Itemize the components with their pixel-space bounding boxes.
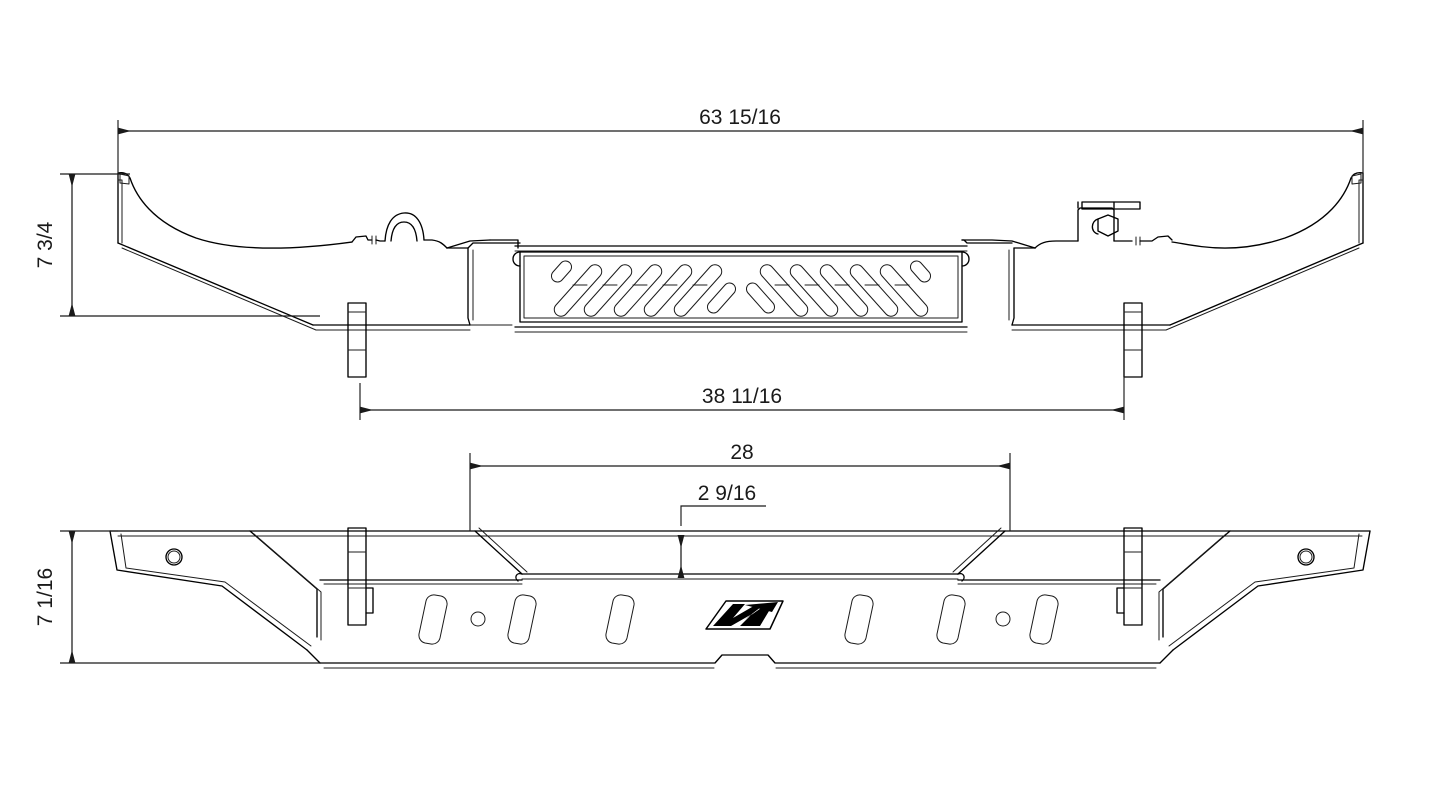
grille-slot-group-right	[746, 260, 931, 317]
plan-mounting-tab-left	[347, 527, 374, 626]
shackle-mount	[351, 212, 491, 249]
right-wing	[1165, 172, 1364, 331]
dimension-plan-depth: 7 1/16	[34, 530, 320, 664]
plan-vent-slots	[418, 594, 1059, 645]
dimension-mount-tab-spacing: 38 11/16	[359, 335, 1125, 420]
right-center-structure	[961, 239, 1171, 331]
dimension-label-center-width: 28	[730, 441, 753, 464]
front-elevation-view	[117, 172, 1364, 378]
dimension-label-plan-depth: 7 1/16	[34, 568, 57, 626]
dimension-overall-width: 63 15/16	[117, 106, 1364, 178]
dimension-overall-height: 7 3/4	[34, 173, 320, 317]
dimension-label-overall-width: 63 15/16	[699, 106, 781, 129]
left-wing	[117, 172, 471, 331]
mounting-tab-left	[347, 302, 367, 378]
plan-mounting-tab-right	[1116, 527, 1143, 626]
dimension-label-mount-tab-spacing: 38 11/16	[702, 385, 782, 408]
dimension-label-center-depth: 2 9/16	[698, 482, 756, 505]
dimension-center-width: 28	[469, 441, 1011, 531]
plan-left-wing	[109, 530, 322, 664]
grille-slot-group-left	[551, 260, 736, 317]
brand-logo	[705, 600, 784, 630]
plan-center-face	[319, 527, 1161, 585]
plan-fastener-holes	[470, 611, 1011, 627]
plan-right-wing	[1158, 530, 1371, 664]
accessory-bracket	[1034, 201, 1173, 249]
plan-bottom-edge	[319, 654, 1161, 669]
left-center-structure	[467, 239, 521, 326]
dimension-label-overall-height: 7 3/4	[34, 221, 57, 268]
dimension-center-depth: 2 9/16	[677, 482, 766, 578]
center-grille	[512, 245, 970, 333]
mounting-tab-right	[1123, 302, 1143, 378]
plan-view	[109, 527, 1371, 669]
